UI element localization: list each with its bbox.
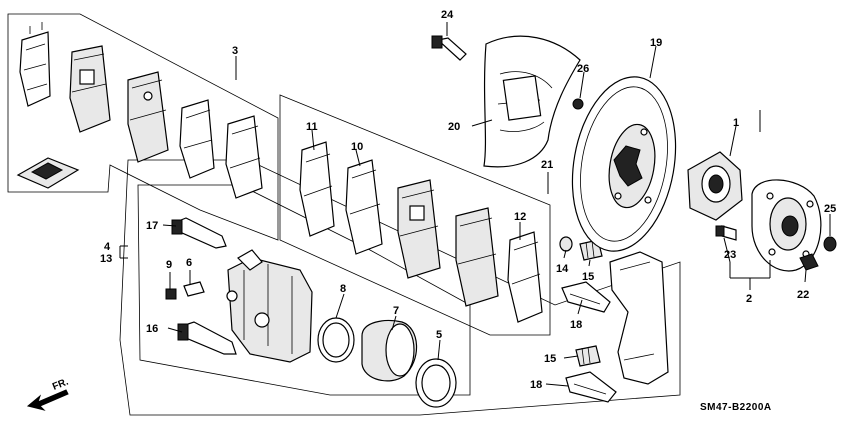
shim-upper-c [225,115,263,199]
caliper-inner-outline [137,184,471,396]
callout-8: 8 [340,283,346,295]
shim-12 [507,231,543,323]
callout-23: 23 [724,249,736,261]
pad-inner-b [455,207,499,307]
callout-19: 19 [650,37,662,49]
pad-retainer-18-lower [565,371,617,403]
pad-inner-a [397,179,441,279]
callout-1: 1 [733,117,739,129]
caliper-bracket [609,251,669,385]
callout-18-upper: 18 [570,319,582,331]
callout-21: 21 [541,159,553,171]
callout-17: 17 [146,220,158,232]
callout-25: 25 [824,203,836,215]
shim-10 [345,159,383,255]
bleeder-cap-9 [165,288,177,300]
grease-packet [16,157,80,189]
callout-18-lower: 18 [530,379,542,391]
pad-kit-outline [7,13,279,241]
callout-13: 13 [100,253,112,265]
caliper-body [226,249,313,363]
callout-11: 11 [306,121,318,133]
arrow-left-down-icon [26,389,69,411]
pad-retainer-18-upper [561,281,611,313]
callout-26: 26 [577,63,589,75]
callout-3: 3 [232,45,238,57]
shim-upper-a [19,22,51,107]
spindle-nut-25 [823,236,837,252]
callout-2: 2 [746,293,752,305]
callout-9: 9 [166,259,172,271]
callout-15-lower: 15 [544,353,556,365]
pad-upper-b [127,71,169,163]
callout-6: 6 [186,257,192,269]
callout-12: 12 [514,211,526,223]
piston-7 [361,319,418,382]
callout-22: 22 [797,289,809,301]
shim-upper-b [179,99,215,179]
front-label: FR. [51,376,70,392]
shim-11 [299,141,335,237]
wheel-stud-23 [715,225,737,241]
callout-20: 20 [448,121,460,133]
callout-10: 10 [351,141,363,153]
callout-5: 5 [436,329,442,341]
brake-disc-19 [571,76,677,252]
hub-bearing-1 [687,151,743,221]
callout-24: 24 [441,9,454,21]
piston-boot-5 [415,358,457,408]
boot-15-lower [575,345,601,367]
guide-pin-16 [177,321,237,355]
callout-4: 4 [104,241,111,253]
callout-16: 16 [146,323,158,335]
assembly-code: SM47-B2200A [700,402,772,413]
bolt-24 [431,35,467,61]
piston-seal-8 [317,317,355,363]
screw-26 [572,98,584,110]
guide-pin-17 [171,217,227,249]
pad-set-outline [279,94,551,336]
screw-22 [799,253,819,271]
bleeder-screw-6 [183,281,205,297]
callout-14: 14 [556,263,569,275]
bushing-14 [559,236,573,252]
callout-15-upper: 15 [582,271,594,283]
wheel-hub-2 [751,179,822,272]
callout-7: 7 [393,305,399,317]
splash-shield-20 [483,35,581,168]
pad-upper-a [69,45,111,133]
